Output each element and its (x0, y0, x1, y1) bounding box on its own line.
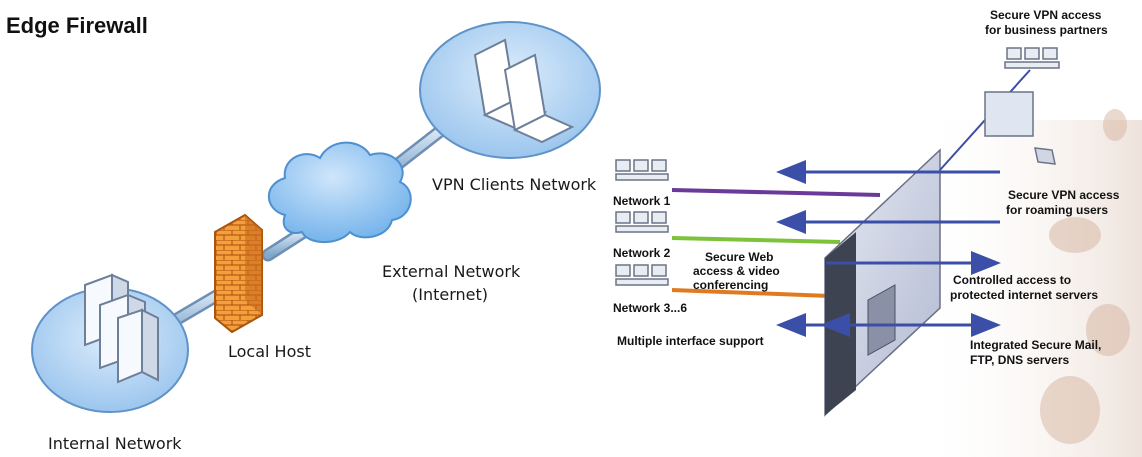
partner-computers-icon (1004, 47, 1060, 69)
network-1-line (671, 188, 881, 197)
internet-label: (Internet) (412, 285, 488, 304)
network-2-label: Network 2 (613, 246, 671, 260)
network-2-line (671, 236, 841, 244)
controlled-label-1: Controlled access to (953, 273, 1071, 287)
secure-web-label-3: conferencing (693, 278, 768, 292)
partners-label-2: for business partners (985, 23, 1108, 37)
network-1-computers-icon (615, 159, 669, 181)
laptop-icon (473, 38, 575, 144)
local-host-label: Local Host (228, 342, 311, 361)
roaming-label-1: Secure VPN access (1008, 188, 1120, 202)
vpn-clients-label: VPN Clients Network (432, 175, 597, 194)
roaming-label-2: for roaming users (1006, 203, 1108, 217)
network-1-label: Network 1 (613, 194, 671, 208)
network-3-label: Network 3...6 (613, 301, 687, 315)
internet-cloud (267, 141, 412, 244)
secure-web-label-1: Secure Web (705, 250, 773, 264)
controlled-label-2: protected internet servers (950, 288, 1098, 302)
background-photo (915, 120, 1142, 457)
partner-server-icon (984, 91, 1034, 137)
multiple-interface-label: Multiple interface support (617, 334, 764, 348)
network-3-line (671, 288, 831, 298)
internal-network-label: Internal Network (48, 434, 182, 453)
page-title: Edge Firewall (6, 13, 148, 38)
vpn-clients-network (419, 21, 601, 159)
internal-network (31, 273, 189, 413)
network-3-computers-icon (615, 264, 669, 286)
mail-label-2: FTP, DNS servers (970, 353, 1069, 367)
external-network-label: External Network (382, 262, 521, 281)
background-people (1040, 109, 1130, 444)
secure-web-label-2: access & video (693, 264, 780, 278)
mail-label-1: Integrated Secure Mail, (970, 338, 1101, 352)
server-icon (84, 273, 159, 384)
network-2-computers-icon (615, 211, 669, 233)
partners-label-1: Secure VPN access (990, 8, 1102, 22)
roaming-laptop-icon (1034, 147, 1056, 165)
firewall-icon (214, 213, 263, 334)
computer-icons (615, 47, 1060, 286)
firewall-panel (824, 148, 941, 417)
